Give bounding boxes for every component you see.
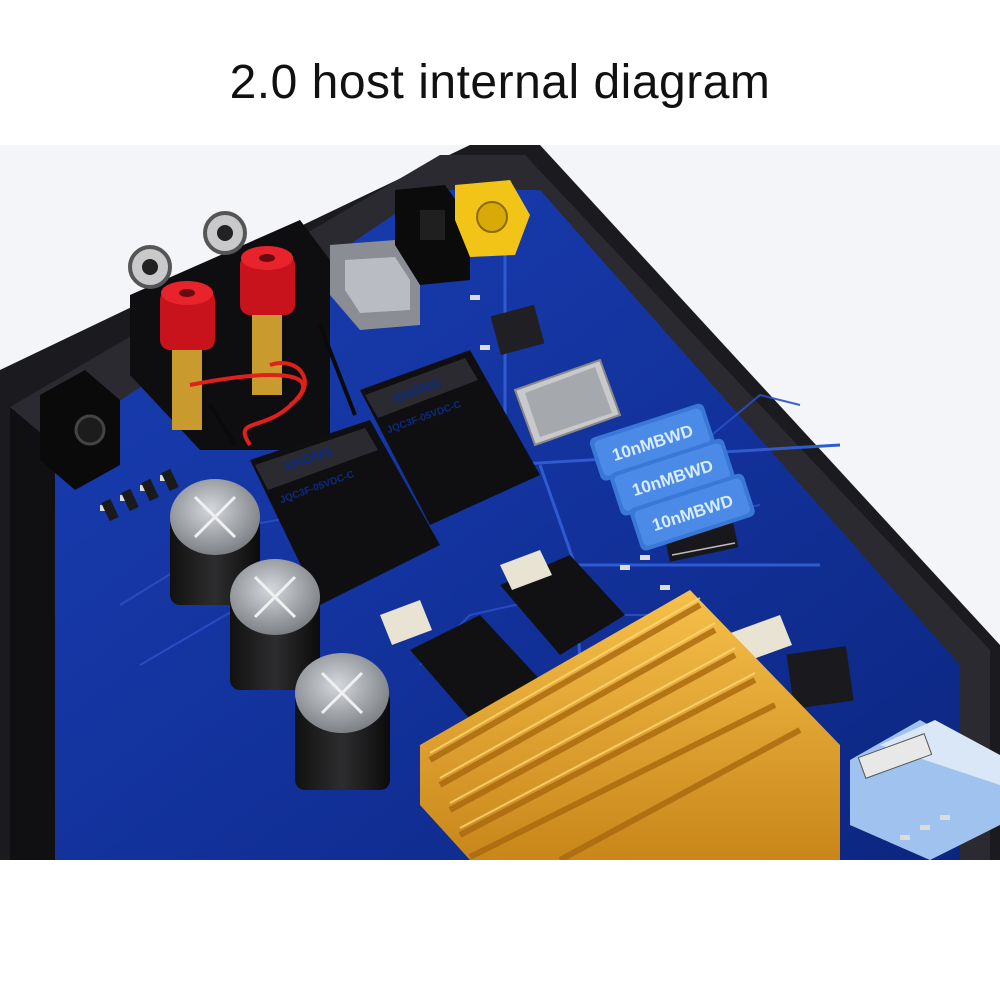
coaxial-connector — [455, 180, 530, 257]
speaker-binding-post — [240, 246, 295, 395]
ic-chip — [490, 304, 545, 356]
usb-port — [330, 240, 420, 330]
page-title: 2.0 host internal diagram — [229, 56, 771, 109]
optical-port — [395, 185, 470, 285]
crystal-oscillator — [513, 358, 622, 447]
electrolytic-capacitor — [295, 653, 390, 790]
ribbon-cable — [850, 720, 1000, 860]
ic-chip — [786, 646, 854, 709]
electrolytic-capacitor — [230, 559, 320, 690]
product-photo: 10nMBWD 10nMBWD 10nMBWD XHONG JQC3F-05VD… — [0, 145, 1000, 860]
film-capacitor: 10nMBWD — [609, 438, 735, 516]
relay: XHONG JQC3F-05VDC-C — [360, 350, 540, 525]
speaker-binding-post — [160, 281, 215, 430]
film-capacitor: 10nMBWD — [589, 403, 715, 481]
dc-power-jack — [40, 370, 120, 490]
film-capacitor: 10nMBWD — [629, 473, 755, 551]
transistors — [101, 468, 179, 522]
rear-panel — [128, 211, 357, 450]
heatsink — [420, 590, 840, 860]
relay: XHONG JQC3F-05VDC-C — [250, 420, 440, 605]
